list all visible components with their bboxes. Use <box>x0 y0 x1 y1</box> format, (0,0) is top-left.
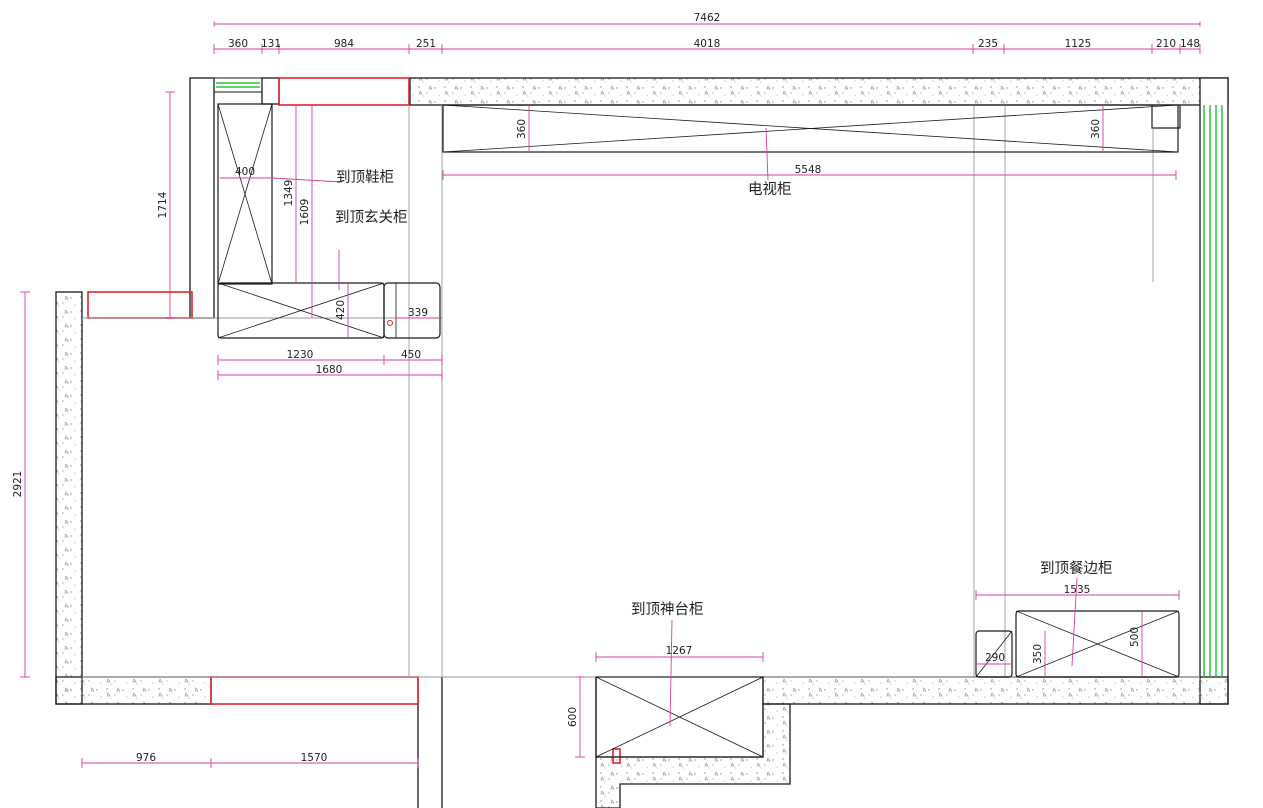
sideboard-small <box>975 630 1013 678</box>
altar-niche-wall <box>595 677 791 808</box>
dim-290: 290 <box>985 652 1005 664</box>
dim-1535: 1535 <box>1064 584 1091 596</box>
left-column <box>189 77 215 319</box>
altar-cabinet <box>595 676 764 758</box>
label-sideboard: 到顶餐边柜 <box>1040 560 1113 577</box>
window-left <box>87 291 193 319</box>
entry-cabinet-end <box>383 282 441 339</box>
corner-window <box>213 77 263 93</box>
cabinets <box>217 103 1180 758</box>
bottom-right-wall <box>762 676 1229 705</box>
label-shoe-cabinet: 到顶鞋柜 <box>336 169 394 186</box>
shoe-cabinet <box>217 103 273 285</box>
dim-600: 600 <box>567 707 579 727</box>
dimension-text: 7462 360 131 984 251 4018 235 1125 210 1… <box>12 12 1200 764</box>
dim-1714: 1714 <box>157 191 169 218</box>
right-wall-details <box>1151 105 1223 677</box>
dim-500: 500 <box>1129 627 1141 647</box>
dim-251: 251 <box>416 38 436 50</box>
dim-1267: 1267 <box>666 645 693 657</box>
label-tv-cabinet: 电视柜 <box>748 181 792 198</box>
label-altar-cabinet: 到顶神台柜 <box>631 601 704 618</box>
dim-360: 360 <box>228 38 248 50</box>
window-bottom <box>210 676 419 705</box>
dim-1230: 1230 <box>287 349 314 361</box>
dim-5548: 5548 <box>795 164 822 176</box>
dim-2921: 2921 <box>12 471 24 498</box>
dim-4018: 4018 <box>694 38 721 50</box>
dim-1570: 1570 <box>301 752 328 764</box>
dim-420: 420 <box>335 300 347 320</box>
dim-210: 210 <box>1156 38 1176 50</box>
window-top <box>278 77 410 106</box>
dim-1609: 1609 <box>299 199 311 226</box>
dim-tv-360-left: 360 <box>516 119 528 139</box>
room-labels: 到顶鞋柜 到顶玄关柜 电视柜 到顶神台柜 到顶餐边柜 <box>335 169 1113 618</box>
corner-block <box>261 77 280 105</box>
dimension-lines <box>20 21 1201 768</box>
dim-shoe-400: 400 <box>235 166 255 178</box>
sideboard-cabinet <box>1015 610 1180 678</box>
top-wall <box>409 77 1229 106</box>
dim-350: 350 <box>1032 644 1044 664</box>
left-wall <box>55 291 83 705</box>
walls <box>55 77 1229 808</box>
dim-235: 235 <box>978 38 998 50</box>
dim-131: 131 <box>261 38 281 50</box>
tv-cabinet <box>442 104 1179 153</box>
dim-1349: 1349 <box>283 180 295 207</box>
dim-450: 450 <box>401 349 421 361</box>
bottom-left-wall <box>55 676 212 705</box>
dim-976: 976 <box>136 752 156 764</box>
dim-total-top: 7462 <box>694 12 721 24</box>
reference-lines <box>82 105 1200 678</box>
dim-1125: 1125 <box>1065 38 1092 50</box>
dim-tv-360-right: 360 <box>1090 119 1102 139</box>
altar-marker <box>612 748 621 764</box>
dim-339: 339 <box>408 307 428 319</box>
dim-1680: 1680 <box>316 364 343 376</box>
label-entry-cabinet: 到顶玄关柜 <box>335 209 408 226</box>
dim-148: 148 <box>1180 38 1200 50</box>
dim-984: 984 <box>334 38 354 50</box>
